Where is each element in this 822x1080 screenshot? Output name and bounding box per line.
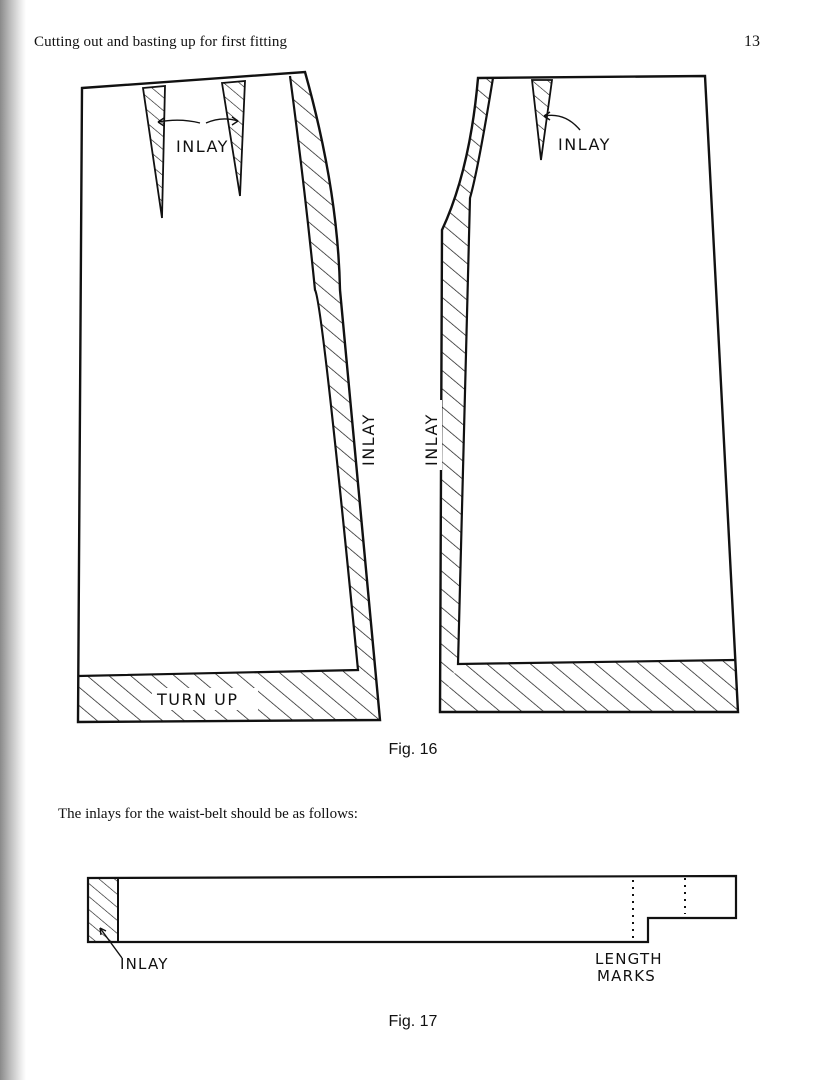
back-dart-leader xyxy=(543,114,581,131)
front-dart-leader-right xyxy=(205,118,239,124)
turn-up-label: TURN UP xyxy=(156,690,239,709)
figure-17-caption: Fig. 17 xyxy=(388,1013,438,1030)
back-outer-outline xyxy=(438,74,740,714)
back-dart-inlay xyxy=(530,79,554,161)
belt-inlay-leader xyxy=(99,927,123,959)
page-number: 13 xyxy=(744,33,760,50)
front-dart-inlay-right xyxy=(220,80,246,197)
length-marks-label-line1: LENGTH xyxy=(595,950,663,968)
binding-shadow xyxy=(0,0,26,1080)
front-outer-outline xyxy=(76,70,382,724)
back-skirt-panel: INLAY INLAY xyxy=(420,74,740,714)
front-side-inlay-band xyxy=(290,72,380,720)
front-dart-inlay-label: INLAY xyxy=(176,137,229,156)
belt-outline xyxy=(86,874,738,944)
back-dart-inlay-label: INLAY xyxy=(558,135,611,154)
front-dart-inlay-left xyxy=(141,85,166,219)
running-title: Cutting out and basting up for first fit… xyxy=(34,34,288,50)
figure-16-caption: Fig. 16 xyxy=(388,741,438,758)
waist-belt-diagram: INLAY LENGTH MARKS xyxy=(86,874,738,985)
body-paragraph: The inlays for the waist-belt should be … xyxy=(58,806,358,822)
front-dart-leader-left xyxy=(157,119,201,124)
back-hem-band xyxy=(440,660,738,712)
back-side-inlay-label: INLAY xyxy=(422,413,441,466)
front-inner-line xyxy=(77,75,360,678)
belt-inlay-label: INLAY xyxy=(120,955,169,973)
back-inner-line xyxy=(456,77,736,666)
front-skirt-panel: INLAY TURN UP INLAY xyxy=(76,70,382,724)
front-side-inlay-label: INLAY xyxy=(359,413,378,466)
back-side-inlay-band xyxy=(440,78,493,712)
length-marks-label-line2: MARKS xyxy=(597,967,656,985)
